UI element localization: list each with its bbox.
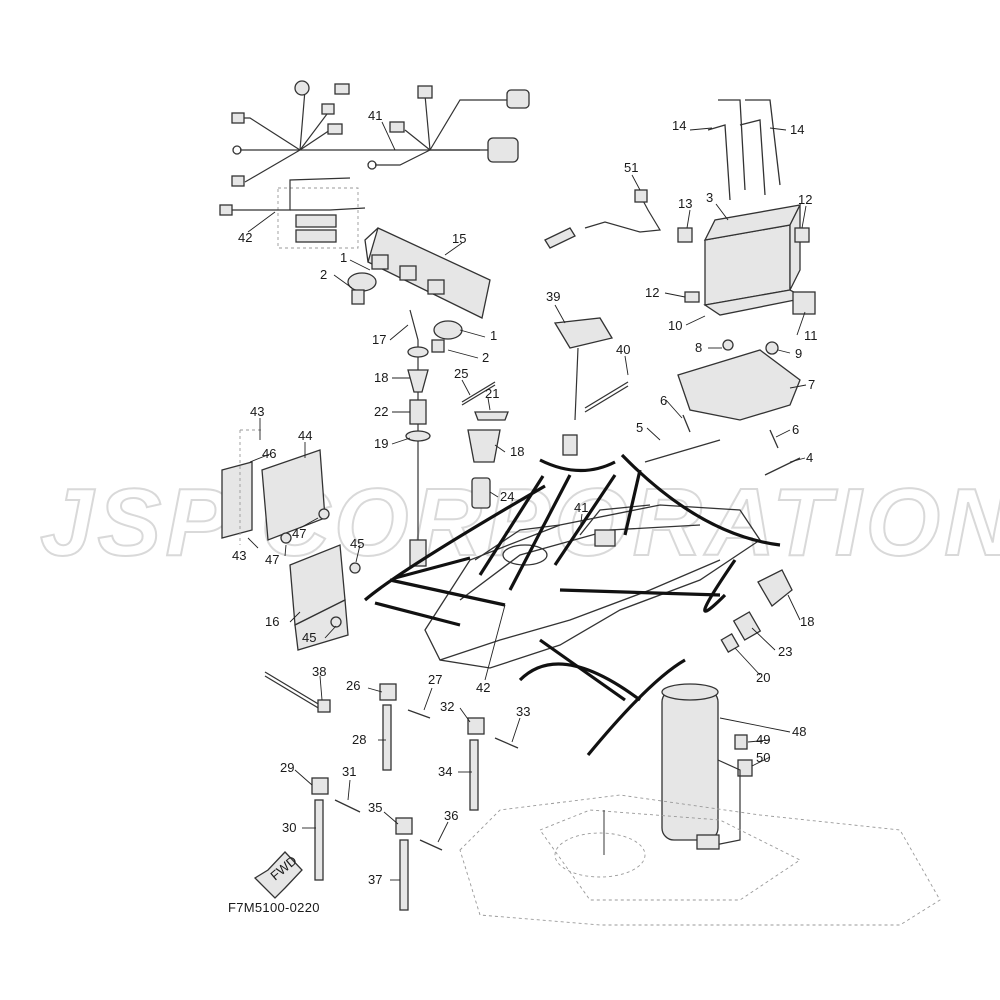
- callout-44: 44: [298, 428, 312, 443]
- callout-45-top: 45: [350, 536, 364, 551]
- callout-18-mid: 18: [510, 444, 524, 459]
- callout-28: 28: [352, 732, 366, 747]
- callout-18-left: 18: [374, 370, 388, 385]
- fwd-arrow-icon: FWD: [253, 851, 303, 899]
- callout-15: 15: [452, 231, 466, 246]
- callout-51: 51: [624, 160, 638, 175]
- callout-16: 16: [265, 614, 279, 629]
- callout-20: 20: [756, 670, 770, 685]
- watermark-text: JSP CORPORATION: [40, 469, 1000, 576]
- callout-47-right: 47: [292, 526, 306, 541]
- battery-tray: [644, 339, 801, 476]
- callout-13: 13: [678, 196, 692, 211]
- callout-43-top: 43: [250, 404, 264, 419]
- callout-24: 24: [500, 489, 514, 504]
- callout-33: 33: [516, 704, 530, 719]
- callout-41-hull: 41: [574, 500, 588, 515]
- callout-48: 48: [792, 724, 806, 739]
- ecu-bracket-left: [221, 429, 361, 651]
- figure-code: F7M5100-0220: [228, 900, 320, 915]
- callout-9: 9: [795, 346, 802, 361]
- callout-45-bottom: 45: [302, 630, 316, 645]
- callout-12-bottom: 12: [645, 285, 659, 300]
- callout-32: 32: [440, 699, 454, 714]
- watercraft-body: [424, 504, 761, 669]
- callout-50: 50: [756, 750, 770, 765]
- callout-22: 22: [374, 404, 388, 419]
- callout-31: 31: [342, 764, 356, 779]
- lanyard-switch-39: [461, 317, 629, 509]
- callout-39: 39: [546, 289, 560, 304]
- battery-assembly: [544, 99, 816, 316]
- callout-2-top: 2: [320, 267, 327, 282]
- callout-40: 40: [616, 342, 630, 357]
- callout-14-left: 14: [672, 118, 686, 133]
- meter-assembly-15: [347, 227, 491, 353]
- callout-12-top: 12: [798, 192, 812, 207]
- callout-6-right: 6: [792, 422, 799, 437]
- callout-43-bottom: 43: [232, 548, 246, 563]
- sensor-stack-left: [405, 309, 431, 567]
- callout-34: 34: [438, 764, 452, 779]
- callout-11: 11: [804, 328, 818, 343]
- callout-41-top: 41: [368, 108, 382, 123]
- callout-42-top: 42: [238, 230, 252, 245]
- clamps-and-ties: [264, 671, 519, 911]
- callout-21: 21: [485, 386, 499, 401]
- callout-4: 4: [806, 450, 813, 465]
- callout-23: 23: [778, 644, 792, 659]
- callout-37: 37: [368, 872, 382, 887]
- callout-27: 27: [428, 672, 442, 687]
- callout-2-bottom: 2: [482, 350, 489, 365]
- callout-8: 8: [695, 340, 702, 355]
- callout-5: 5: [636, 420, 643, 435]
- callout-29: 29: [280, 760, 294, 775]
- wire-harness-41: [219, 80, 530, 249]
- callout-1-top: 1: [340, 250, 347, 265]
- callout-18-right: 18: [800, 614, 814, 629]
- callout-1-bottom: 1: [490, 328, 497, 343]
- callout-17: 17: [372, 332, 386, 347]
- leader-lines: [247, 121, 807, 881]
- fuel-pump-48: [661, 683, 753, 850]
- callout-35: 35: [368, 800, 382, 815]
- callout-38: 38: [312, 664, 326, 679]
- callout-6-left: 6: [660, 393, 667, 408]
- sensor-set-right: [720, 569, 793, 653]
- callout-30: 30: [282, 820, 296, 835]
- callout-49: 49: [756, 732, 770, 747]
- callout-3: 3: [706, 190, 713, 205]
- callout-36: 36: [444, 808, 458, 823]
- callout-47-left: 47: [265, 552, 279, 567]
- deck-ghost: [459, 794, 941, 926]
- callout-14-right: 14: [790, 122, 804, 137]
- callout-labels: 41 42 15 1 2 1 2 17 18 22 19 51 13 3 12 …: [232, 108, 818, 887]
- callout-10: 10: [668, 318, 682, 333]
- callout-26: 26: [346, 678, 360, 693]
- leader-lines-heavy: [363, 453, 781, 757]
- callout-46: 46: [262, 446, 276, 461]
- callout-25: 25: [454, 366, 468, 381]
- callout-7: 7: [808, 377, 815, 392]
- callout-42-hull: 42: [476, 680, 490, 695]
- callout-19: 19: [374, 436, 388, 451]
